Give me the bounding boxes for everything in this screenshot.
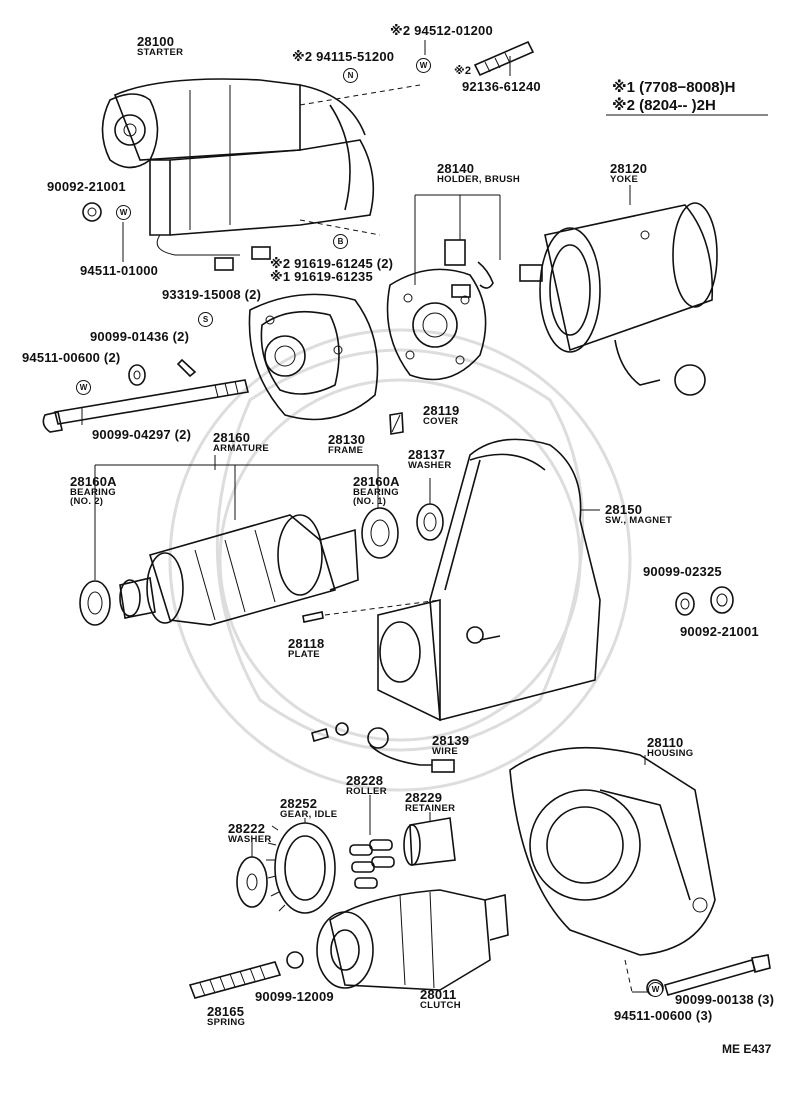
label-roller-number: 28228 [346, 773, 384, 788]
frame-28130 [248, 293, 404, 435]
diagram-reference: ME E437 [722, 1042, 772, 1056]
label-washer2-number: 28222 [228, 821, 266, 836]
plate-28118 [302, 611, 324, 623]
bearing-no2 [79, 580, 111, 626]
marker-b-91619: B [333, 234, 348, 249]
label-cover-name: COVER [423, 416, 459, 427]
label-90099-01436: 90099-01436 (2) [90, 329, 190, 344]
label-wire-name: WIRE [432, 746, 459, 757]
label-holder-name: HOLDER, BRUSH [437, 174, 521, 185]
screw-small [176, 358, 197, 378]
ball-90099-12009 [286, 951, 304, 969]
label-washer2-name: WASHER [228, 834, 272, 845]
stud-bolt-92136 [473, 40, 535, 77]
label-plate-name: PLATE [288, 649, 320, 660]
label-starter-name: STARTER [137, 47, 184, 58]
label-plate-number: 28118 [288, 636, 325, 651]
clutch-28011 [316, 889, 509, 991]
washer-28137 [416, 478, 444, 541]
label-90092-left: 90092-21001 [47, 179, 126, 194]
starter-assembly [101, 78, 421, 271]
label-clutch-name: CLUTCH [420, 1000, 461, 1011]
label-spring-name: SPRING [207, 1017, 246, 1028]
label-bearing2-sub: (NO. 2) [70, 496, 104, 507]
retainer-28229 [403, 812, 456, 866]
watermark [168, 328, 632, 792]
label-bearing1-number: 28160A [353, 474, 400, 489]
label-91619-61235: ※1 91619-61235 [270, 269, 373, 284]
marker-s-93319: S [198, 312, 213, 327]
label-retainer-number: 28229 [405, 790, 443, 805]
label-yoke-name: YOKE [610, 174, 639, 185]
label-magnet-number: 28150 [605, 502, 643, 517]
marker-n-94115: N [343, 68, 358, 83]
label-frame-name: FRAME [328, 445, 364, 456]
magnetic-switch-28150 [324, 438, 601, 722]
label-bearing2-name: BEARING [70, 487, 116, 498]
label-91619-61245: ※2 91619-61245 (2) [270, 256, 394, 271]
marker-w-94511-00600: W [76, 380, 91, 395]
marker-w-94512: W [416, 58, 431, 73]
label-90099-04297: 90099-04297 (2) [92, 427, 192, 442]
legend-note-1: ※1 (7708−8008)H [612, 79, 736, 96]
label-holder-number: 28140 [437, 161, 475, 176]
marker-w-94511: W [116, 205, 131, 220]
label-90092-right: 90092-21001 [680, 624, 759, 639]
label-retainer-name: RETAINER [405, 803, 456, 814]
through-bolt [42, 379, 249, 433]
label-roller-name: ROLLER [346, 786, 387, 797]
legend-note-2: ※2 (8204‐‐ )2H [612, 97, 716, 114]
label-magnet-name: SW., MAGNET [605, 515, 673, 526]
label-94511-01000: 94511-01000 [80, 263, 159, 278]
label-clutch-number: 28011 [420, 987, 457, 1002]
spring-28165 [188, 961, 282, 999]
label-ball: 90099-12009 [255, 989, 334, 1004]
label-wire-number: 28139 [432, 733, 470, 748]
label-washer-number: 28137 [408, 447, 446, 462]
label-starter-number: 28100 [137, 34, 175, 49]
label-cover-number: 28119 [423, 403, 460, 418]
label-94115: ※2 94115-51200 [292, 49, 395, 64]
label-bearing1-name: BEARING [353, 487, 399, 498]
label-94511-00600-3: 94511-00600 (3) [614, 1008, 713, 1023]
wire-28139 [311, 722, 455, 773]
washer-28222 [236, 842, 268, 908]
yoke-28120 [519, 185, 718, 396]
label-92136-mark: ※2 [454, 65, 472, 77]
label-bearing1-sub: (NO. 1) [353, 496, 387, 507]
label-90099-00138: 90099-00138 (3) [675, 992, 775, 1007]
label-frame-number: 28130 [328, 432, 366, 447]
label-idle-gear-name: GEAR, IDLE [280, 809, 338, 820]
label-housing-number: 28110 [647, 735, 684, 750]
bolt-90099-00138 [624, 954, 771, 996]
nut-90092-left [82, 202, 102, 222]
armature-28160 [94, 455, 379, 626]
label-armature-name: ARMATURE [213, 443, 270, 454]
rollers-28228 [349, 795, 395, 889]
nut-90092-right [710, 586, 734, 614]
label-housing-name: HOUSING [647, 748, 694, 759]
label-94511-00600-2: 94511-00600 (2) [22, 350, 121, 365]
label-bearing2-number: 28160A [70, 474, 117, 489]
label-94512: ※2 94512-01200 [390, 23, 493, 38]
label-yoke-number: 28120 [610, 161, 648, 176]
nut-90099-02325 [675, 592, 695, 616]
brush-holder-28140 [386, 194, 501, 381]
marker-w-94511-00600-3: W [648, 982, 663, 997]
label-spring-number: 28165 [207, 1004, 245, 1019]
housing-28110 [509, 746, 716, 956]
label-93319: 93319-15008 (2) [162, 287, 262, 302]
idle-gear-28252 [266, 818, 336, 914]
label-90099-02325: 90099-02325 [643, 564, 722, 579]
label-idle-gear-number: 28252 [280, 796, 318, 811]
bearing-no1 [361, 507, 399, 559]
label-92136: 92136-61240 [462, 79, 541, 94]
label-washer-name: WASHER [408, 460, 452, 471]
washer-90099-01436 [128, 364, 146, 386]
label-armature-number: 28160 [213, 430, 251, 445]
